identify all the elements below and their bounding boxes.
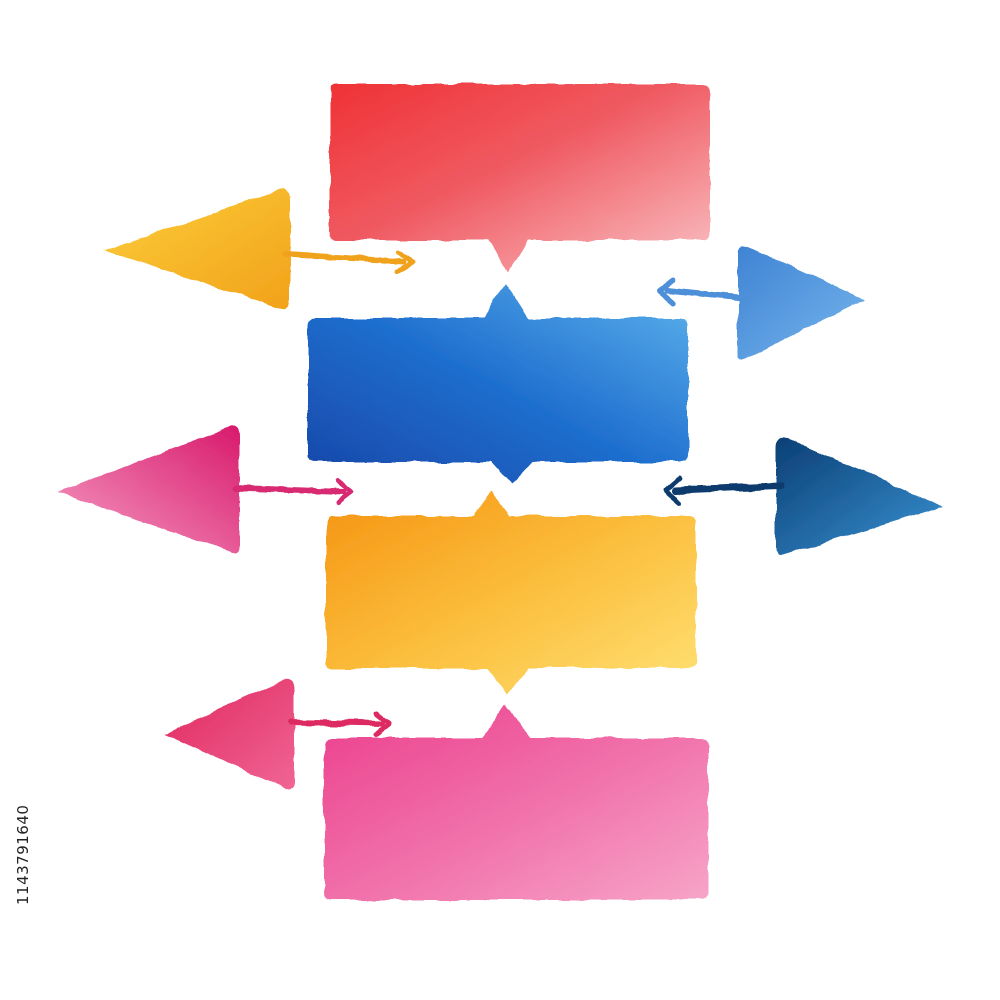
arrow-sky: [657, 245, 866, 360]
arrow-crimson: [164, 679, 393, 790]
callout-red: [330, 84, 710, 272]
arrow-navy: [663, 437, 944, 556]
arrow-gold: [104, 189, 417, 309]
callout-blue: [308, 284, 688, 484]
callout-orange: [326, 492, 696, 694]
arrow-magenta: [58, 425, 355, 554]
stock-id-label: 1143791640: [14, 804, 32, 905]
callout-pink: [324, 704, 708, 900]
